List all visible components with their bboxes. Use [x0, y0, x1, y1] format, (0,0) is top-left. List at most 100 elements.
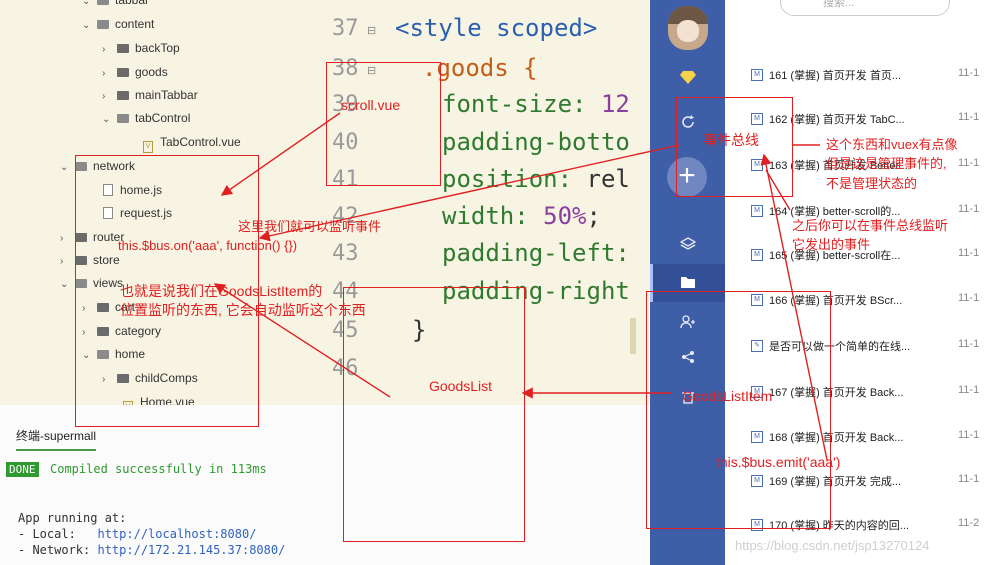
- chevron-down-icon[interactable]: ⌄: [60, 279, 69, 290]
- chevron-down-icon[interactable]: ⌄: [82, 20, 91, 31]
- file-icon: [103, 207, 113, 219]
- code-line[interactable]: padding-right: [442, 277, 630, 305]
- tree-item[interactable]: › backTop: [102, 38, 180, 58]
- tree-item-label: views: [93, 276, 124, 290]
- tree-item[interactable]: ⌄ home: [82, 344, 145, 364]
- folder-icon: [97, 350, 109, 359]
- goods-list-item-label: GoodsListItem: [682, 388, 773, 404]
- chevron-right-icon[interactable]: ›: [102, 44, 106, 55]
- code-line[interactable]: position: rel: [442, 165, 630, 193]
- chevron-down-icon[interactable]: ⌄: [82, 0, 91, 7]
- folder-icon: [97, 327, 109, 336]
- list-item-date: 11-1: [958, 384, 980, 396]
- tree-item[interactable]: request.js: [100, 203, 172, 223]
- refresh-icon[interactable]: [650, 114, 725, 135]
- code-editor[interactable]: 37⊟38⊟3940414243444546 <style scoped> .go…: [320, 0, 650, 405]
- tree-item[interactable]: ›goods: [102, 62, 168, 82]
- code-line[interactable]: <style scoped>: [395, 14, 598, 42]
- vuex-note-3: 不是管理状态的: [826, 176, 918, 191]
- list-item-date: 11-1: [958, 429, 980, 441]
- chevron-right-icon[interactable]: ›: [82, 327, 86, 338]
- code-line[interactable]: width: 50%;: [442, 202, 601, 230]
- chevron-down-icon[interactable]: ⌄: [102, 114, 111, 125]
- tree-item[interactable]: ›childComps: [102, 368, 198, 388]
- terminal-tab[interactable]: 终端-supermall: [16, 427, 97, 451]
- list-item-date: 11-1: [958, 292, 980, 304]
- local-label: - Local:: [18, 527, 98, 541]
- chevron-right-icon[interactable]: ›: [102, 374, 106, 385]
- chevron-right-icon[interactable]: ›: [102, 91, 106, 102]
- chevron-down-icon[interactable]: ⌄: [82, 350, 91, 361]
- list-item-title: 165 (掌握) better-scroll在...: [769, 250, 901, 262]
- tree-item[interactable]: ›store: [60, 250, 120, 270]
- goods-list-item-box: [646, 291, 831, 529]
- chevron-right-icon[interactable]: ›: [60, 256, 64, 267]
- code-line[interactable]: padding-botto: [442, 128, 630, 156]
- file-icon: V: [143, 141, 153, 153]
- goods-note-1: 也就是说我们在GoodsListItem的: [120, 283, 323, 299]
- markdown-icon: M: [751, 294, 763, 306]
- folder-icon[interactable]: [650, 275, 725, 294]
- chevron-right-icon[interactable]: ›: [82, 303, 86, 314]
- line-number: 45: [332, 318, 359, 343]
- tree-item-label: home: [115, 347, 146, 361]
- tree-item[interactable]: ›router: [60, 227, 124, 247]
- layers-icon[interactable]: [650, 236, 725, 257]
- code-line[interactable]: }: [412, 316, 427, 344]
- code-line[interactable]: font-size: 12: [442, 90, 630, 118]
- file-tree: ⌄tabbar ⌄content › backTop ›goods ›mainTabbar…: [0, 0, 320, 405]
- vuex-note-2: 但是这是管理事件的,: [826, 156, 947, 171]
- users-icon[interactable]: [650, 314, 725, 335]
- scroll-vue-label: scroll.vue: [341, 97, 401, 113]
- network-label: - Network:: [18, 543, 98, 557]
- tree-item[interactable]: ⌄tabControl: [102, 108, 190, 128]
- folder-icon: [117, 44, 129, 53]
- code-line[interactable]: .goods {: [422, 54, 538, 82]
- code-line[interactable]: padding-left:: [442, 239, 630, 267]
- fold-toggle-icon[interactable]: ⊟: [367, 25, 377, 37]
- watermark: https://blog.csdn.net/jsp13270124: [735, 538, 930, 553]
- list-item[interactable]: M 166 (掌握) 首页开发 BScr... 11-1: [725, 292, 984, 328]
- tree-item[interactable]: ⌄ views: [60, 273, 123, 293]
- share-icon[interactable]: [650, 350, 725, 369]
- chevron-down-icon[interactable]: ⌄: [60, 162, 69, 173]
- list-item-title: 163 (掌握) 首页开发 Better...: [769, 160, 908, 172]
- add-button[interactable]: +: [667, 157, 707, 197]
- editor-gutter: 37⊟38⊟3940414243444546: [320, 0, 378, 405]
- diamond-icon[interactable]: [650, 70, 725, 89]
- list-item-title: 166 (掌握) 首页开发 BScr...: [769, 295, 903, 307]
- tree-item[interactable]: home.js: [100, 180, 162, 200]
- line-number: 43: [332, 241, 359, 266]
- tree-item[interactable]: ›cart: [82, 297, 135, 317]
- tree-item[interactable]: ⌄content: [82, 14, 154, 34]
- local-url-link[interactable]: http://localhost:8080/: [97, 527, 257, 541]
- listen-note-2: 它发出的事件: [792, 237, 871, 252]
- tree-item[interactable]: ⌄tabbar: [82, 0, 149, 10]
- tree-item-label: backTop: [135, 41, 180, 55]
- network-url-link[interactable]: http://172.21.145.37:8080/: [97, 543, 286, 557]
- chevron-right-icon[interactable]: ›: [102, 68, 106, 79]
- chevron-right-icon[interactable]: ›: [60, 233, 64, 244]
- tree-item[interactable]: › category: [82, 321, 161, 341]
- tree-item-label: category: [115, 324, 162, 338]
- avatar[interactable]: [668, 6, 708, 50]
- line-number: 40: [332, 130, 359, 155]
- tree-item[interactable]: ⌄network: [60, 156, 135, 176]
- trash-icon[interactable]: [650, 390, 725, 409]
- tree-item[interactable]: VHome.vue: [120, 392, 195, 405]
- terminal-panel[interactable]: 终端-supermall DONE Compiled successfully …: [0, 405, 650, 565]
- tree-item[interactable]: ›mainTabbar: [102, 85, 198, 105]
- fold-toggle-icon[interactable]: ⊟: [367, 65, 377, 77]
- folder-icon: [75, 279, 87, 288]
